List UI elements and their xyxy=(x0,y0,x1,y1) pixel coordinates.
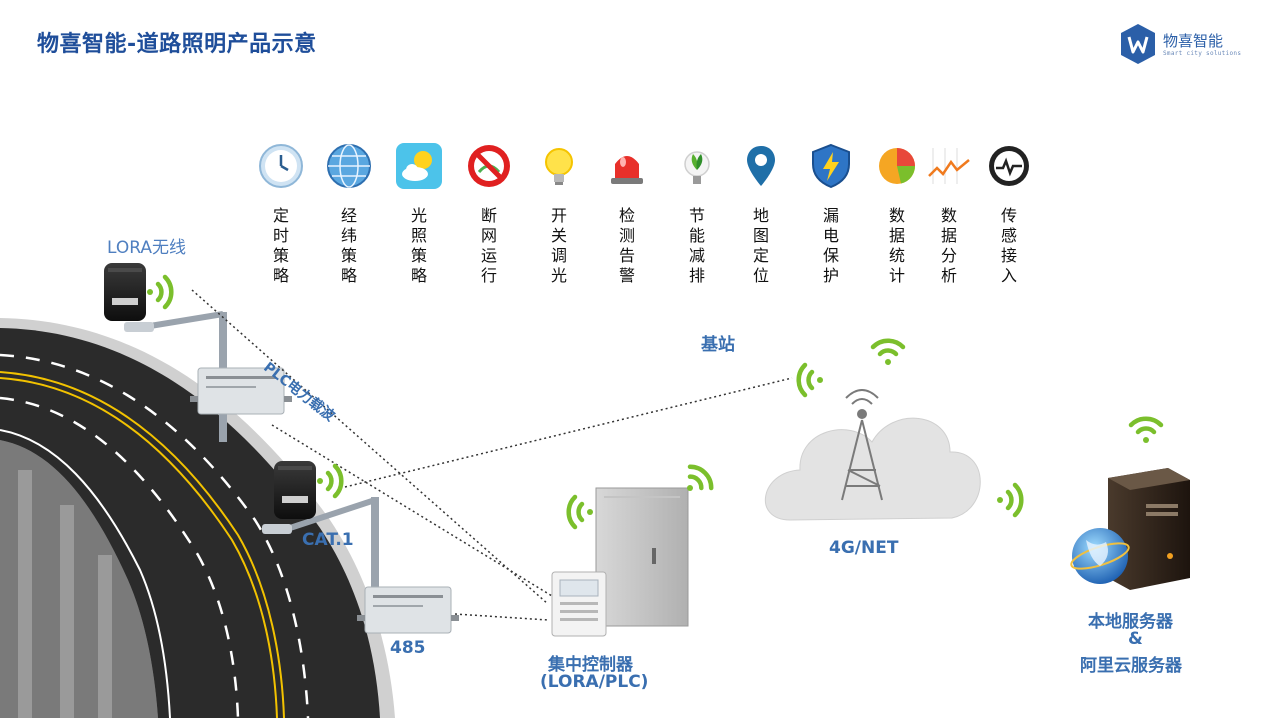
feature-item: 开关调光 xyxy=(531,142,587,286)
feature-label: 传感接入 xyxy=(1000,206,1017,285)
wifi-signal-icon xyxy=(147,274,1164,530)
map-pin-icon xyxy=(747,146,775,186)
no-signal-icon xyxy=(468,145,510,187)
feature-item: 经纬策略 xyxy=(321,142,377,286)
brand-name: 物喜智能 xyxy=(1163,32,1224,50)
feature-item: 光照策略 xyxy=(391,142,447,286)
clock-icon xyxy=(259,144,303,188)
bulb-icon xyxy=(545,148,573,185)
controller-label: 集中控制器 xyxy=(548,655,633,675)
feature-label: 地图定位 xyxy=(752,206,769,285)
feature-label: 漏电保护 xyxy=(822,206,839,285)
sun-cloud-icon xyxy=(396,143,442,189)
feature-item: 断网运行 xyxy=(461,142,517,286)
feature-item: 地图定位 xyxy=(733,142,789,286)
feature-item: 节能减排 xyxy=(669,142,725,286)
cloud-server-label: 阿里云服务器 xyxy=(1080,656,1182,676)
cat1-label: CAT.1 xyxy=(302,530,354,550)
lora-device-top xyxy=(104,263,146,321)
shield-bolt-icon xyxy=(812,143,850,189)
cat1-device xyxy=(274,461,316,519)
base-station-label: 基站 xyxy=(701,335,735,355)
network-label: 4G/NET xyxy=(829,538,899,558)
feature-label: 开关调光 xyxy=(550,206,567,285)
feature-label: 数据统计 xyxy=(888,206,905,285)
server-label: 本地服务器 xyxy=(1088,612,1173,632)
alarm-light-icon xyxy=(611,156,643,184)
brand-logo xyxy=(1121,24,1155,64)
rs485-label: 485 xyxy=(390,638,426,658)
concentrator-controller xyxy=(551,571,607,637)
eco-bulb-icon xyxy=(684,151,710,184)
connection-lines xyxy=(191,289,793,621)
feature-item: 传感接入 xyxy=(981,142,1037,286)
lora-label: LORA无线 xyxy=(107,238,186,258)
page-title: 物喜智能-道路照明产品示意 xyxy=(37,32,317,57)
feature-label: 光照策略 xyxy=(410,206,427,285)
control-cabinet xyxy=(595,487,689,627)
feature-item: 数据统计 xyxy=(869,142,925,286)
feature-item: 检测告警 xyxy=(599,142,655,286)
rs485-driver-box xyxy=(357,586,459,634)
feature-label: 经纬策略 xyxy=(340,206,357,285)
feature-label: 定时策略 xyxy=(272,206,289,285)
feature-label: 断网运行 xyxy=(480,206,497,285)
line-chart-icon xyxy=(928,148,970,184)
server-tower-icon xyxy=(1108,468,1190,590)
brand-tagline: Smart city solutions xyxy=(1163,50,1242,57)
feature-item: 定时策略 xyxy=(253,142,309,286)
pie-chart-icon xyxy=(879,148,915,184)
feature-label: 节能减排 xyxy=(688,206,705,285)
street-lamp-bottom xyxy=(262,497,379,627)
feature-label: 数据分析 xyxy=(940,206,957,285)
globe-icon xyxy=(327,144,371,188)
brand-w-icon xyxy=(1127,36,1149,54)
controller-protocol-label: (LORA/PLC) xyxy=(540,672,649,692)
cell-tower-icon xyxy=(841,389,883,501)
server-and-label: & xyxy=(1128,629,1143,649)
road-overpass xyxy=(0,318,395,718)
heartbeat-sensor-icon xyxy=(989,146,1029,186)
feature-item: 数据分析 xyxy=(921,142,977,286)
internet-globe-icon xyxy=(1070,528,1130,584)
feature-label: 检测告警 xyxy=(618,206,635,285)
plc-driver-box xyxy=(190,367,292,415)
feature-item: 漏电保护 xyxy=(803,142,859,286)
